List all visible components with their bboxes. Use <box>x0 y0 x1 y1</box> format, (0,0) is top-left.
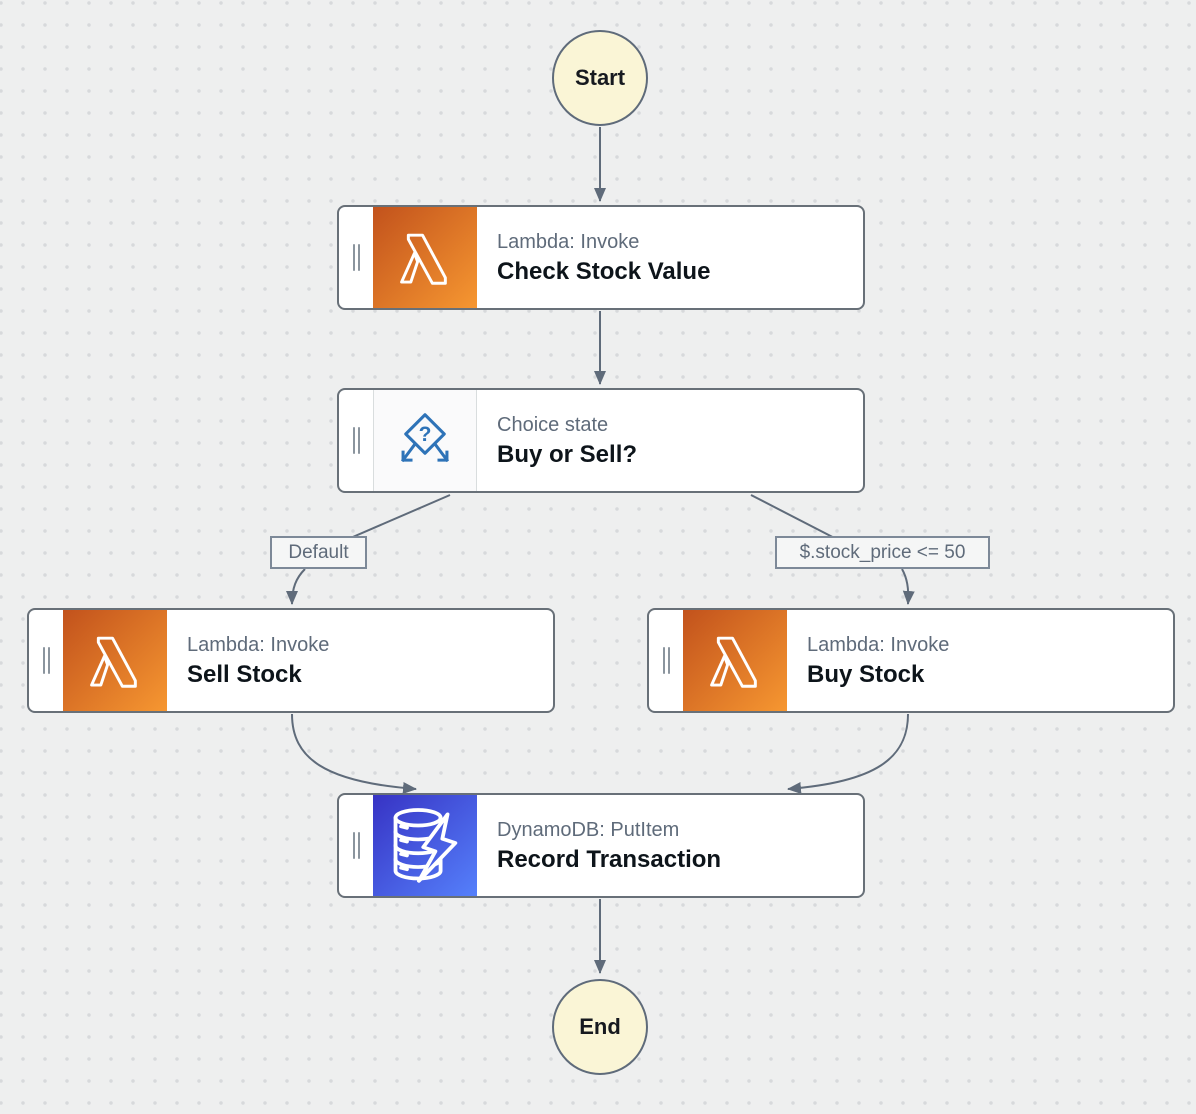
dynamodb-icon <box>373 795 477 896</box>
end-label: End <box>579 1014 621 1039</box>
state-node-record-transaction[interactable]: DynamoDB: PutItem Record Transaction <box>337 793 865 898</box>
node-title: Buy Stock <box>807 660 925 688</box>
lambda-icon <box>373 207 477 308</box>
edge-buy-to-record <box>787 713 909 794</box>
node-service-label: Lambda: Invoke <box>497 230 640 253</box>
drag-handle-icon[interactable] <box>29 610 63 711</box>
choice-icon: ? <box>373 390 477 491</box>
drag-handle-icon[interactable] <box>339 795 373 896</box>
node-service-label: Lambda: Invoke <box>187 633 330 656</box>
node-title: Record Transaction <box>497 845 722 873</box>
state-node-sell-stock[interactable]: Lambda: Invoke Sell Stock <box>27 608 555 713</box>
start-terminal: Start <box>552 30 648 126</box>
edge-default-label-to-sell <box>286 568 306 605</box>
node-service-label: DynamoDB: PutItem <box>497 818 680 841</box>
edge-rule-label-stock-price: $.stock_price <= 50 <box>775 536 990 569</box>
choice-question-glyph: ? <box>419 423 432 446</box>
node-title: Sell Stock <box>187 660 302 688</box>
drag-handle-icon[interactable] <box>339 390 373 491</box>
edge-sell-to-record <box>291 713 417 794</box>
node-title: Buy or Sell? <box>497 440 638 468</box>
edge-rule-label-default: Default <box>270 536 367 569</box>
lambda-icon <box>683 610 787 711</box>
end-terminal: End <box>552 979 648 1075</box>
state-node-buy-stock[interactable]: Lambda: Invoke Buy Stock <box>647 608 1175 713</box>
state-node-check-stock-value[interactable]: Lambda: Invoke Check Stock Value <box>337 205 865 310</box>
node-title: Check Stock Value <box>497 257 711 285</box>
lambda-icon <box>63 610 167 711</box>
edge-rule-text: $.stock_price <= 50 <box>799 541 966 563</box>
node-service-label: Choice state <box>497 413 609 436</box>
edge-price-label-to-buy <box>901 568 915 605</box>
state-node-buy-or-sell[interactable]: ? Choice state Buy or Sell? <box>337 388 865 493</box>
drag-handle-icon[interactable] <box>339 207 373 308</box>
node-service-label: Lambda: Invoke <box>807 633 950 656</box>
start-label: Start <box>574 65 626 90</box>
edge-rule-text: Default <box>288 541 349 563</box>
drag-handle-icon[interactable] <box>649 610 683 711</box>
